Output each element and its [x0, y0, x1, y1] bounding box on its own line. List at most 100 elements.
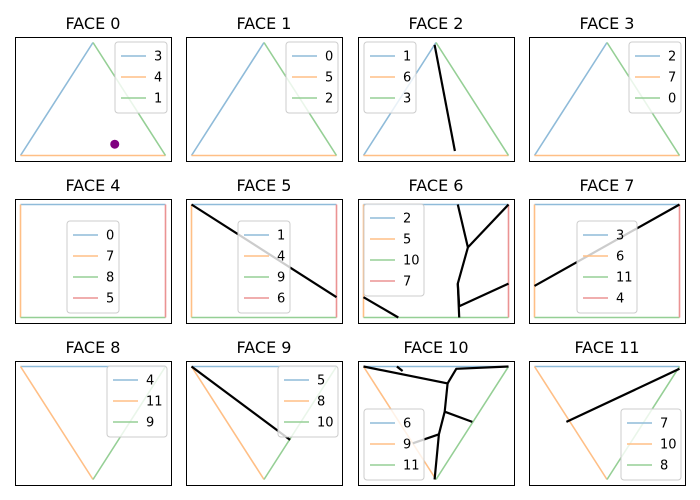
legend-box — [66, 220, 120, 314]
legend-label: 9 — [277, 271, 285, 286]
boundary-edge — [19, 366, 94, 480]
axes-frame — [15, 361, 172, 486]
boundary-edge — [533, 366, 608, 480]
legend-label: 2 — [403, 212, 411, 227]
legend: 2 5 10 7 — [363, 203, 425, 297]
axes-frame — [15, 199, 172, 324]
face-panel: FACE 11 7 10 8 — [529, 338, 686, 486]
legend-label: 0 — [325, 50, 333, 65]
face-panel: FACE 0 3 4 1 — [15, 14, 172, 162]
axes-frame — [186, 199, 343, 324]
legend-box — [363, 203, 425, 297]
legend-label: 2 — [668, 50, 676, 65]
axes-frame — [529, 361, 686, 486]
panel-title: FACE 8 — [66, 338, 121, 357]
boundary-edge — [435, 42, 510, 156]
legend: 2 7 0 — [628, 41, 682, 114]
path-segment — [467, 203, 510, 249]
panel-title: FACE 2 — [409, 14, 464, 33]
face-panel: FACE 6 2 5 10 7 — [358, 176, 515, 324]
legend: 163 — [363, 41, 417, 114]
legend: 4 11 9 — [106, 365, 168, 438]
panel-title: FACE 9 — [237, 338, 292, 357]
path-segment — [446, 365, 509, 384]
point-marker — [110, 139, 120, 149]
boundary-edge — [19, 42, 94, 156]
legend-label: 1 — [154, 92, 162, 107]
panel-title: FACE 7 — [580, 176, 635, 195]
legend-label: 6 — [403, 417, 411, 432]
legend-label: 4 — [154, 71, 162, 86]
face-panel: FACE 1 0 5 2 — [186, 14, 343, 162]
legend-label: 7 — [660, 417, 668, 432]
legend-label: 10 — [660, 438, 677, 453]
legend-label: 7 — [668, 71, 676, 86]
panel-title: FACE 10 — [403, 338, 468, 357]
legend-label: 2 — [325, 92, 333, 107]
panel-title: FACE 11 — [574, 338, 639, 357]
boundary-edge — [533, 42, 608, 156]
legend-label: 6 — [277, 292, 285, 307]
legend-label: 10 — [403, 254, 420, 269]
legend-label: 8 — [660, 459, 668, 474]
legend-label: 11 — [616, 271, 633, 286]
legend: 7 10 8 — [620, 408, 682, 481]
face-panel: FACE 2 163 — [358, 14, 515, 162]
legend-label: 0 — [106, 229, 114, 244]
axes-frame — [358, 37, 515, 162]
panel-title: FACE 3 — [580, 14, 635, 33]
path-segment — [190, 365, 291, 441]
legend-label: 10 — [317, 416, 334, 431]
legend-label: 5 — [106, 292, 114, 307]
legend: 0 5 2 — [285, 41, 339, 114]
legend-label: 7 — [403, 275, 411, 290]
legend-label: 6 — [616, 250, 624, 265]
legend-label: 1 — [277, 229, 285, 244]
legend-label: 9 — [146, 416, 154, 431]
path-segment — [362, 296, 399, 319]
panel-title: FACE 6 — [409, 176, 464, 195]
legend-label: 3 — [616, 229, 624, 244]
path-segment — [444, 410, 473, 423]
legend-label: 11 — [403, 459, 420, 474]
legend-box — [576, 220, 638, 314]
legend-box — [237, 220, 291, 314]
path-segment — [456, 282, 509, 308]
legend-label: 3 — [154, 50, 162, 65]
legend-label: 11 — [146, 395, 163, 410]
legend-label: 4 — [277, 250, 285, 265]
axes-frame — [186, 361, 343, 486]
axes-frame — [529, 199, 686, 324]
axes-frame — [358, 199, 515, 324]
path-segment — [433, 44, 456, 152]
legend-label: 8 — [106, 271, 114, 286]
legend-label: 4 — [146, 374, 154, 389]
legend-label: 5 — [403, 233, 411, 248]
panel-title: FACE 1 — [237, 14, 292, 33]
boundary-edge — [190, 42, 265, 156]
legend-label: 3 — [403, 92, 411, 107]
boundary-edge — [435, 366, 510, 480]
axes-frame — [358, 361, 515, 486]
legend-label: 0 — [668, 92, 676, 107]
path-segment — [396, 365, 404, 372]
legend: 1 4 9 6 — [237, 220, 291, 314]
legend-label: 6 — [403, 71, 411, 86]
path-segment — [565, 367, 680, 423]
face-panel: FACE 8 4 11 9 — [15, 338, 172, 486]
panel-title: FACE 0 — [66, 14, 121, 33]
boundary-edge — [190, 366, 265, 480]
legend-label: 8 — [317, 395, 325, 410]
legend-label: 5 — [325, 71, 333, 86]
axes-frame — [15, 37, 172, 162]
